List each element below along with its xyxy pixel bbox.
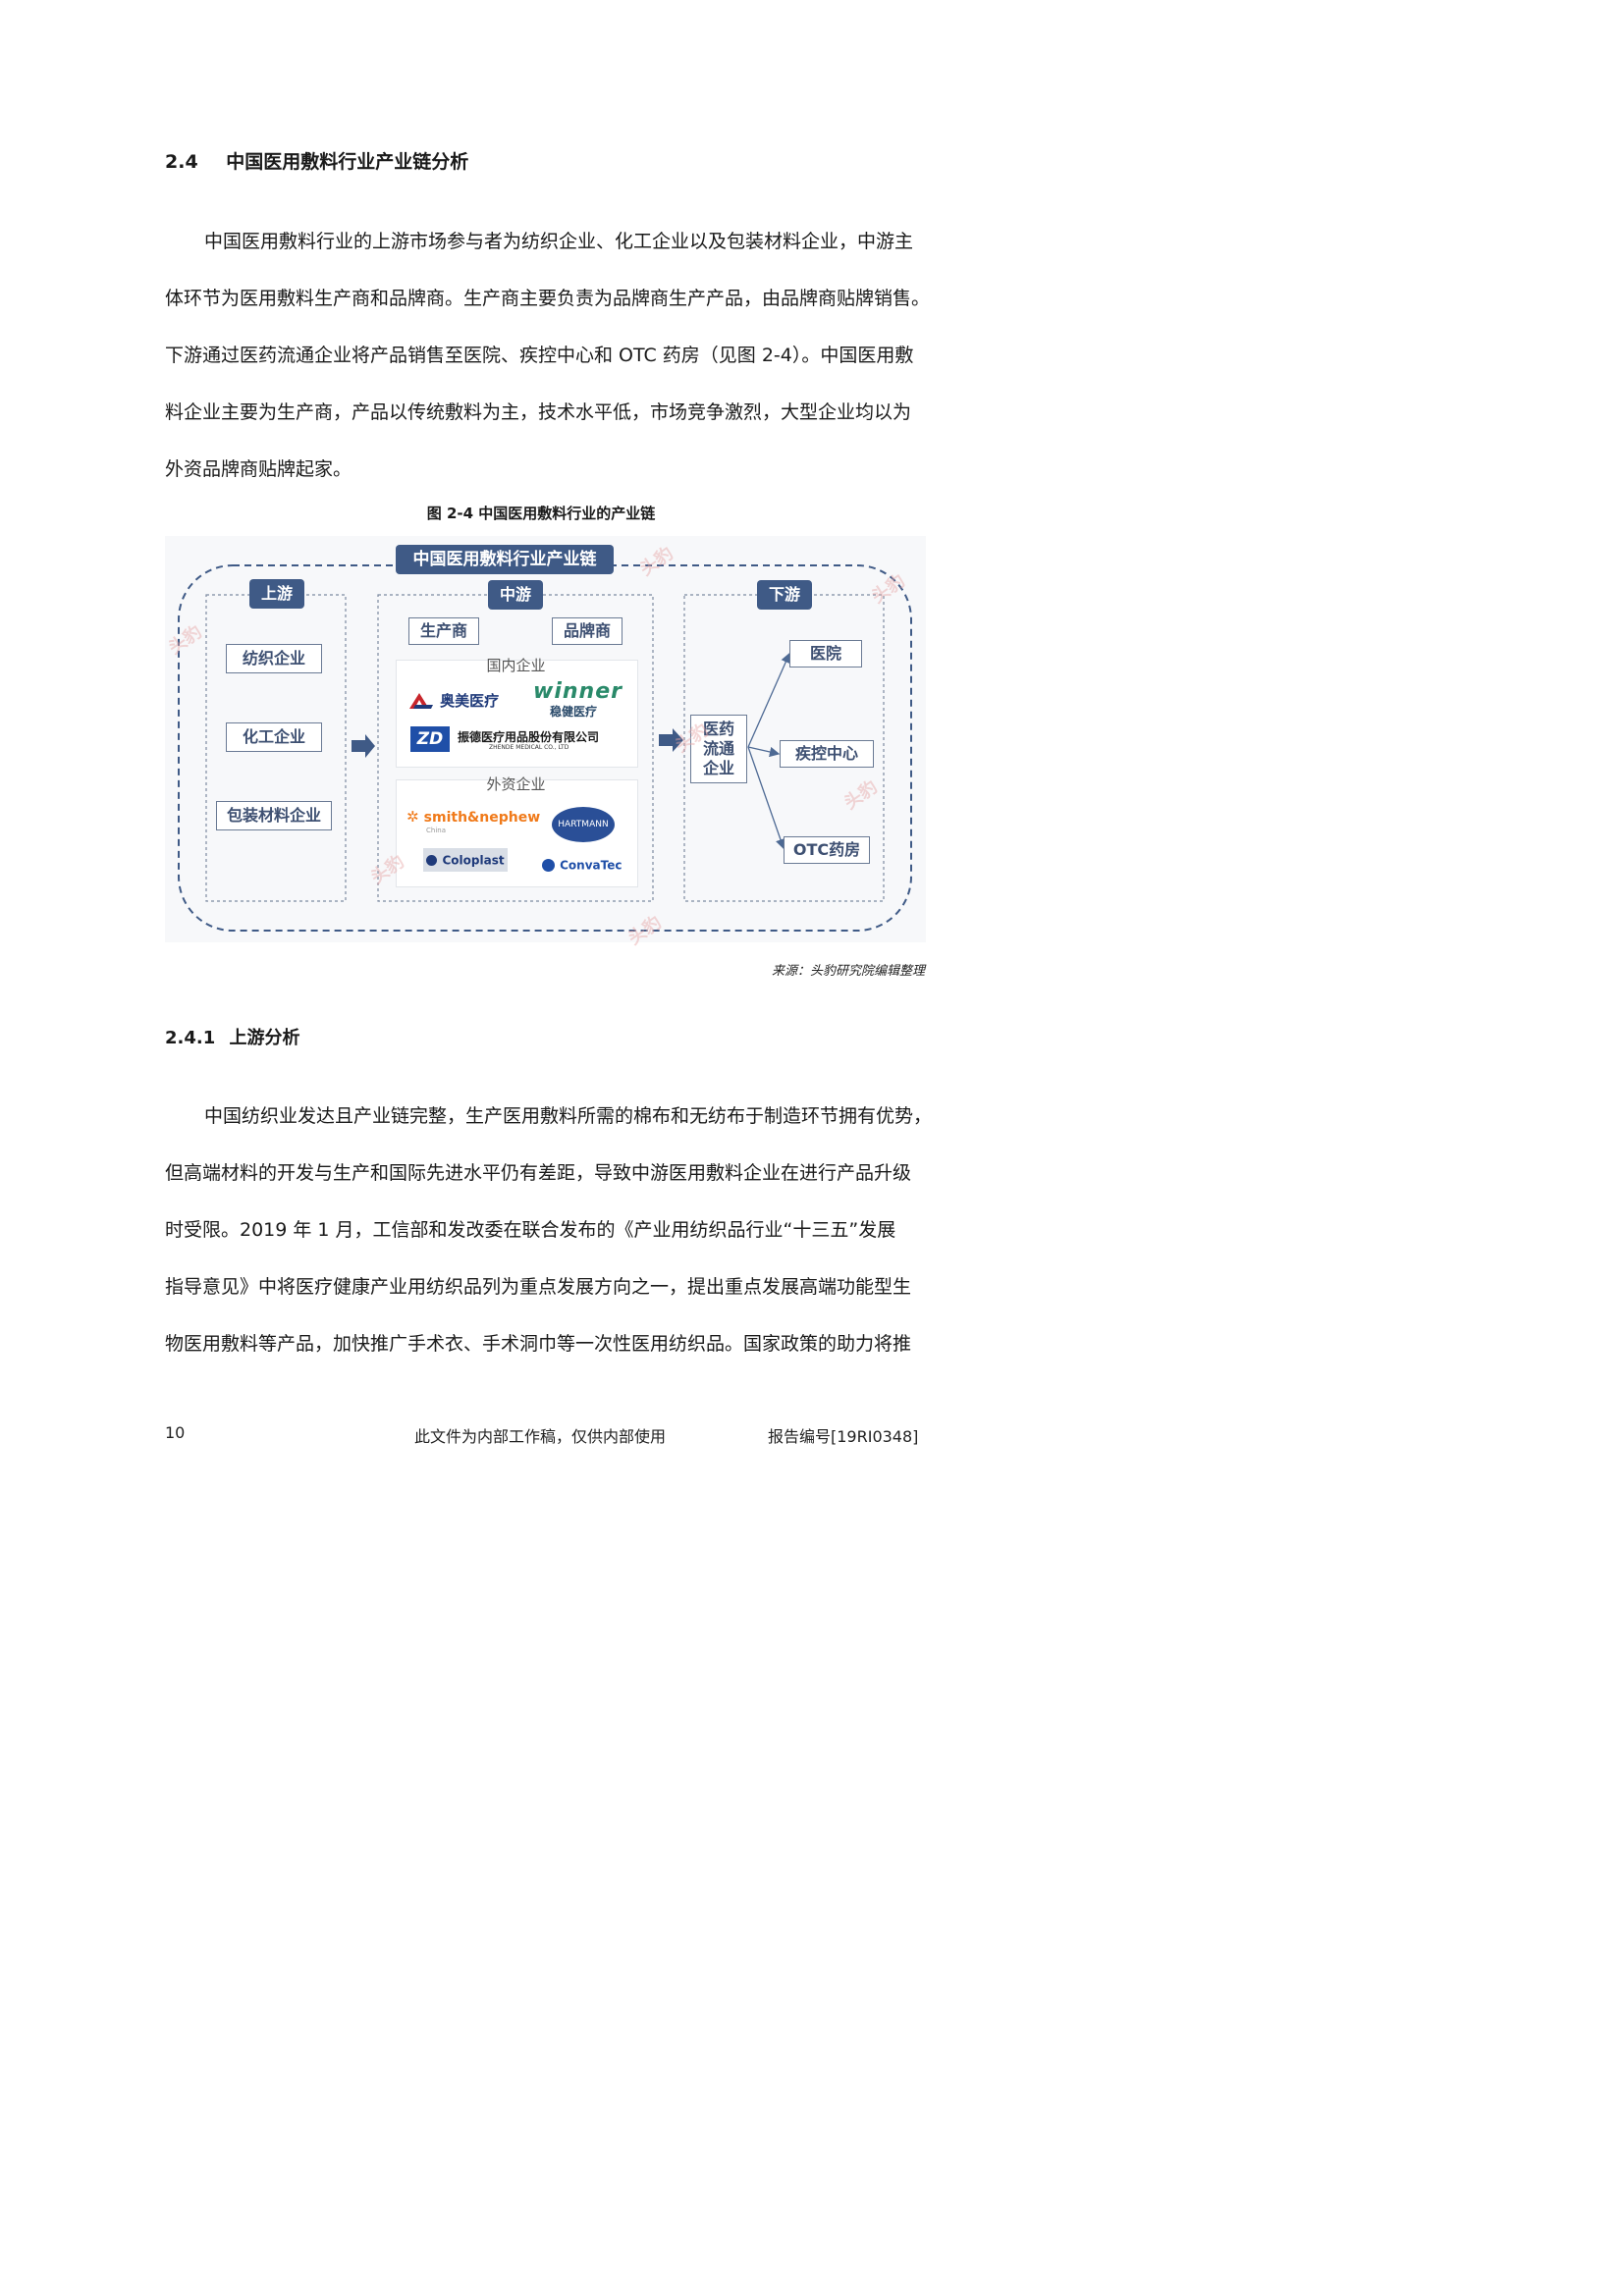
winner-cn-name: 稳健医疗 <box>550 705 598 719</box>
page-number: 10 <box>165 1423 186 1442</box>
winner-logo: winner <box>533 679 623 704</box>
paragraph-line: 体环节为医用敷料生产商和品牌商。生产商主要负责为品牌商生产产品，由品牌商贴牌销售… <box>165 288 931 309</box>
upstream-item: 化工企业 <box>226 722 322 752</box>
coloplast-dot-icon <box>426 855 438 866</box>
paragraph-line: 下游通过医药流通企业将产品销售至医院、疾控中心和 OTC 药房（见图 2-4）。… <box>165 345 914 366</box>
aomei-logo: 奥美医疗 <box>407 690 499 711</box>
paragraph-line: 中国纺织业发达且产业链完整，生产医用敷料所需的棉布和无纺布于制造环节拥有优势， <box>204 1105 933 1127</box>
smith-nephew-sub: China <box>426 827 446 834</box>
paragraph-line: 但高端材料的开发与生产和国际先进水平仍有差距，导致中游医用敷料企业在进行产品升级 <box>165 1162 912 1184</box>
coloplast-name: Coloplast <box>442 853 505 868</box>
arrow-up-to-mid <box>352 734 375 758</box>
smith-nephew-star-icon: ✲ <box>406 808 419 826</box>
downstream-item: 医院 <box>789 640 862 667</box>
downstream-item: 疾控中心 <box>780 740 874 768</box>
subsection-number: 2.4.1 <box>165 1028 216 1048</box>
subsection-heading: 2.4.1 上游分析 <box>165 1024 300 1049</box>
branch-hospital <box>747 652 791 748</box>
paragraph-line: 料企业主要为生产商，产品以传统敷料为主，技术水平低，市场竞争激烈，大型企业均以为 <box>165 401 912 423</box>
section-title: 中国医用敷料行业产业链分析 <box>226 151 469 173</box>
footer-notice: 此文件为内部工作稿，仅供内部使用 <box>414 1427 667 1446</box>
role-brand-owner: 品牌商 <box>552 617 623 645</box>
paragraph-line: 时受限。2019 年 1 月，工信部和发改委在联合发布的《产业用纺织品行业“十三… <box>165 1219 896 1241</box>
convatec-logo: ConvaTec <box>542 855 622 874</box>
coloplast-logo: Coloplast <box>423 848 508 872</box>
downstream-item: OTC药房 <box>784 836 870 864</box>
paragraph-line: 中国医用敷料行业的上游市场参与者为纺织企业、化工企业以及包装材料企业，中游主 <box>204 231 914 252</box>
aomei-name: 奥美医疗 <box>440 692 500 710</box>
paragraph-2: 中国纺织业发达且产业链完整，生产医用敷料所需的棉布和无纺布于制造环节拥有优势， … <box>165 1088 932 1372</box>
aomei-mark-icon <box>409 692 433 709</box>
convatec-name: ConvaTec <box>560 858 623 873</box>
section-heading: 2.4 中国医用敷料行业产业链分析 <box>165 147 468 174</box>
smith-nephew-name: smith&nephew <box>423 810 541 826</box>
figure-caption: 图 2-4 中国医用敷料行业的产业链 <box>426 505 656 522</box>
section-number: 2.4 <box>165 151 198 173</box>
smith-nephew-logo: ✲ smith&nephew <box>406 807 540 826</box>
paragraph-line: 物医用敷料等产品，加快推广手术衣、手术洞巾等一次性医用纺织品。国家政策的助力将推 <box>165 1333 912 1355</box>
upstream-tag: 上游 <box>249 579 304 609</box>
distributor-box: 医药流通企业 <box>690 715 747 783</box>
upstream-column <box>205 594 347 902</box>
domestic-label: 国内企业 <box>486 657 546 674</box>
subsection-title: 上游分析 <box>229 1028 300 1048</box>
zhende-mark-icon: ZD <box>410 726 450 752</box>
upstream-item: 纺织企业 <box>226 644 322 673</box>
diagram-title: 中国医用敷料行业产业链 <box>396 545 614 574</box>
figure-source: 来源：头豹研究院编辑整理 <box>771 964 925 979</box>
zhende-en-name: ZHENDE MEDICAL CO., LTD <box>489 744 569 751</box>
foreign-label: 外资企业 <box>486 775 546 793</box>
midstream-tag: 中游 <box>488 580 543 610</box>
report-number: 报告编号[19RI0348] <box>768 1427 919 1446</box>
convatec-mark-icon <box>542 859 555 872</box>
paragraph-1: 中国医用敷料行业的上游市场参与者为纺织企业、化工企业以及包装材料企业，中游主 体… <box>165 213 930 498</box>
paragraph-line: 外资品牌商贴牌起家。 <box>165 458 352 480</box>
zhende-cn-name: 振德医疗用品股份有限公司 <box>458 730 600 744</box>
downstream-tag: 下游 <box>757 580 812 610</box>
industry-chain-diagram: 中国医用敷料行业产业链 上游 中游 下游 纺织企业 化工企业 包装材料企业 生产… <box>165 536 926 949</box>
distributor-label: 医药流通企业 <box>702 720 734 777</box>
role-manufacturer: 生产商 <box>408 617 479 645</box>
arrow-mid-to-down <box>659 728 683 752</box>
branch-otc <box>747 746 785 850</box>
paragraph-line: 指导意见》中将医疗健康产业用纺织品列为重点发展方向之一，提出重点发展高端功能型生 <box>165 1276 912 1298</box>
branch-cdc <box>747 746 781 758</box>
upstream-item: 包装材料企业 <box>216 801 332 830</box>
hartmann-logo: HARTMANN <box>552 807 615 842</box>
